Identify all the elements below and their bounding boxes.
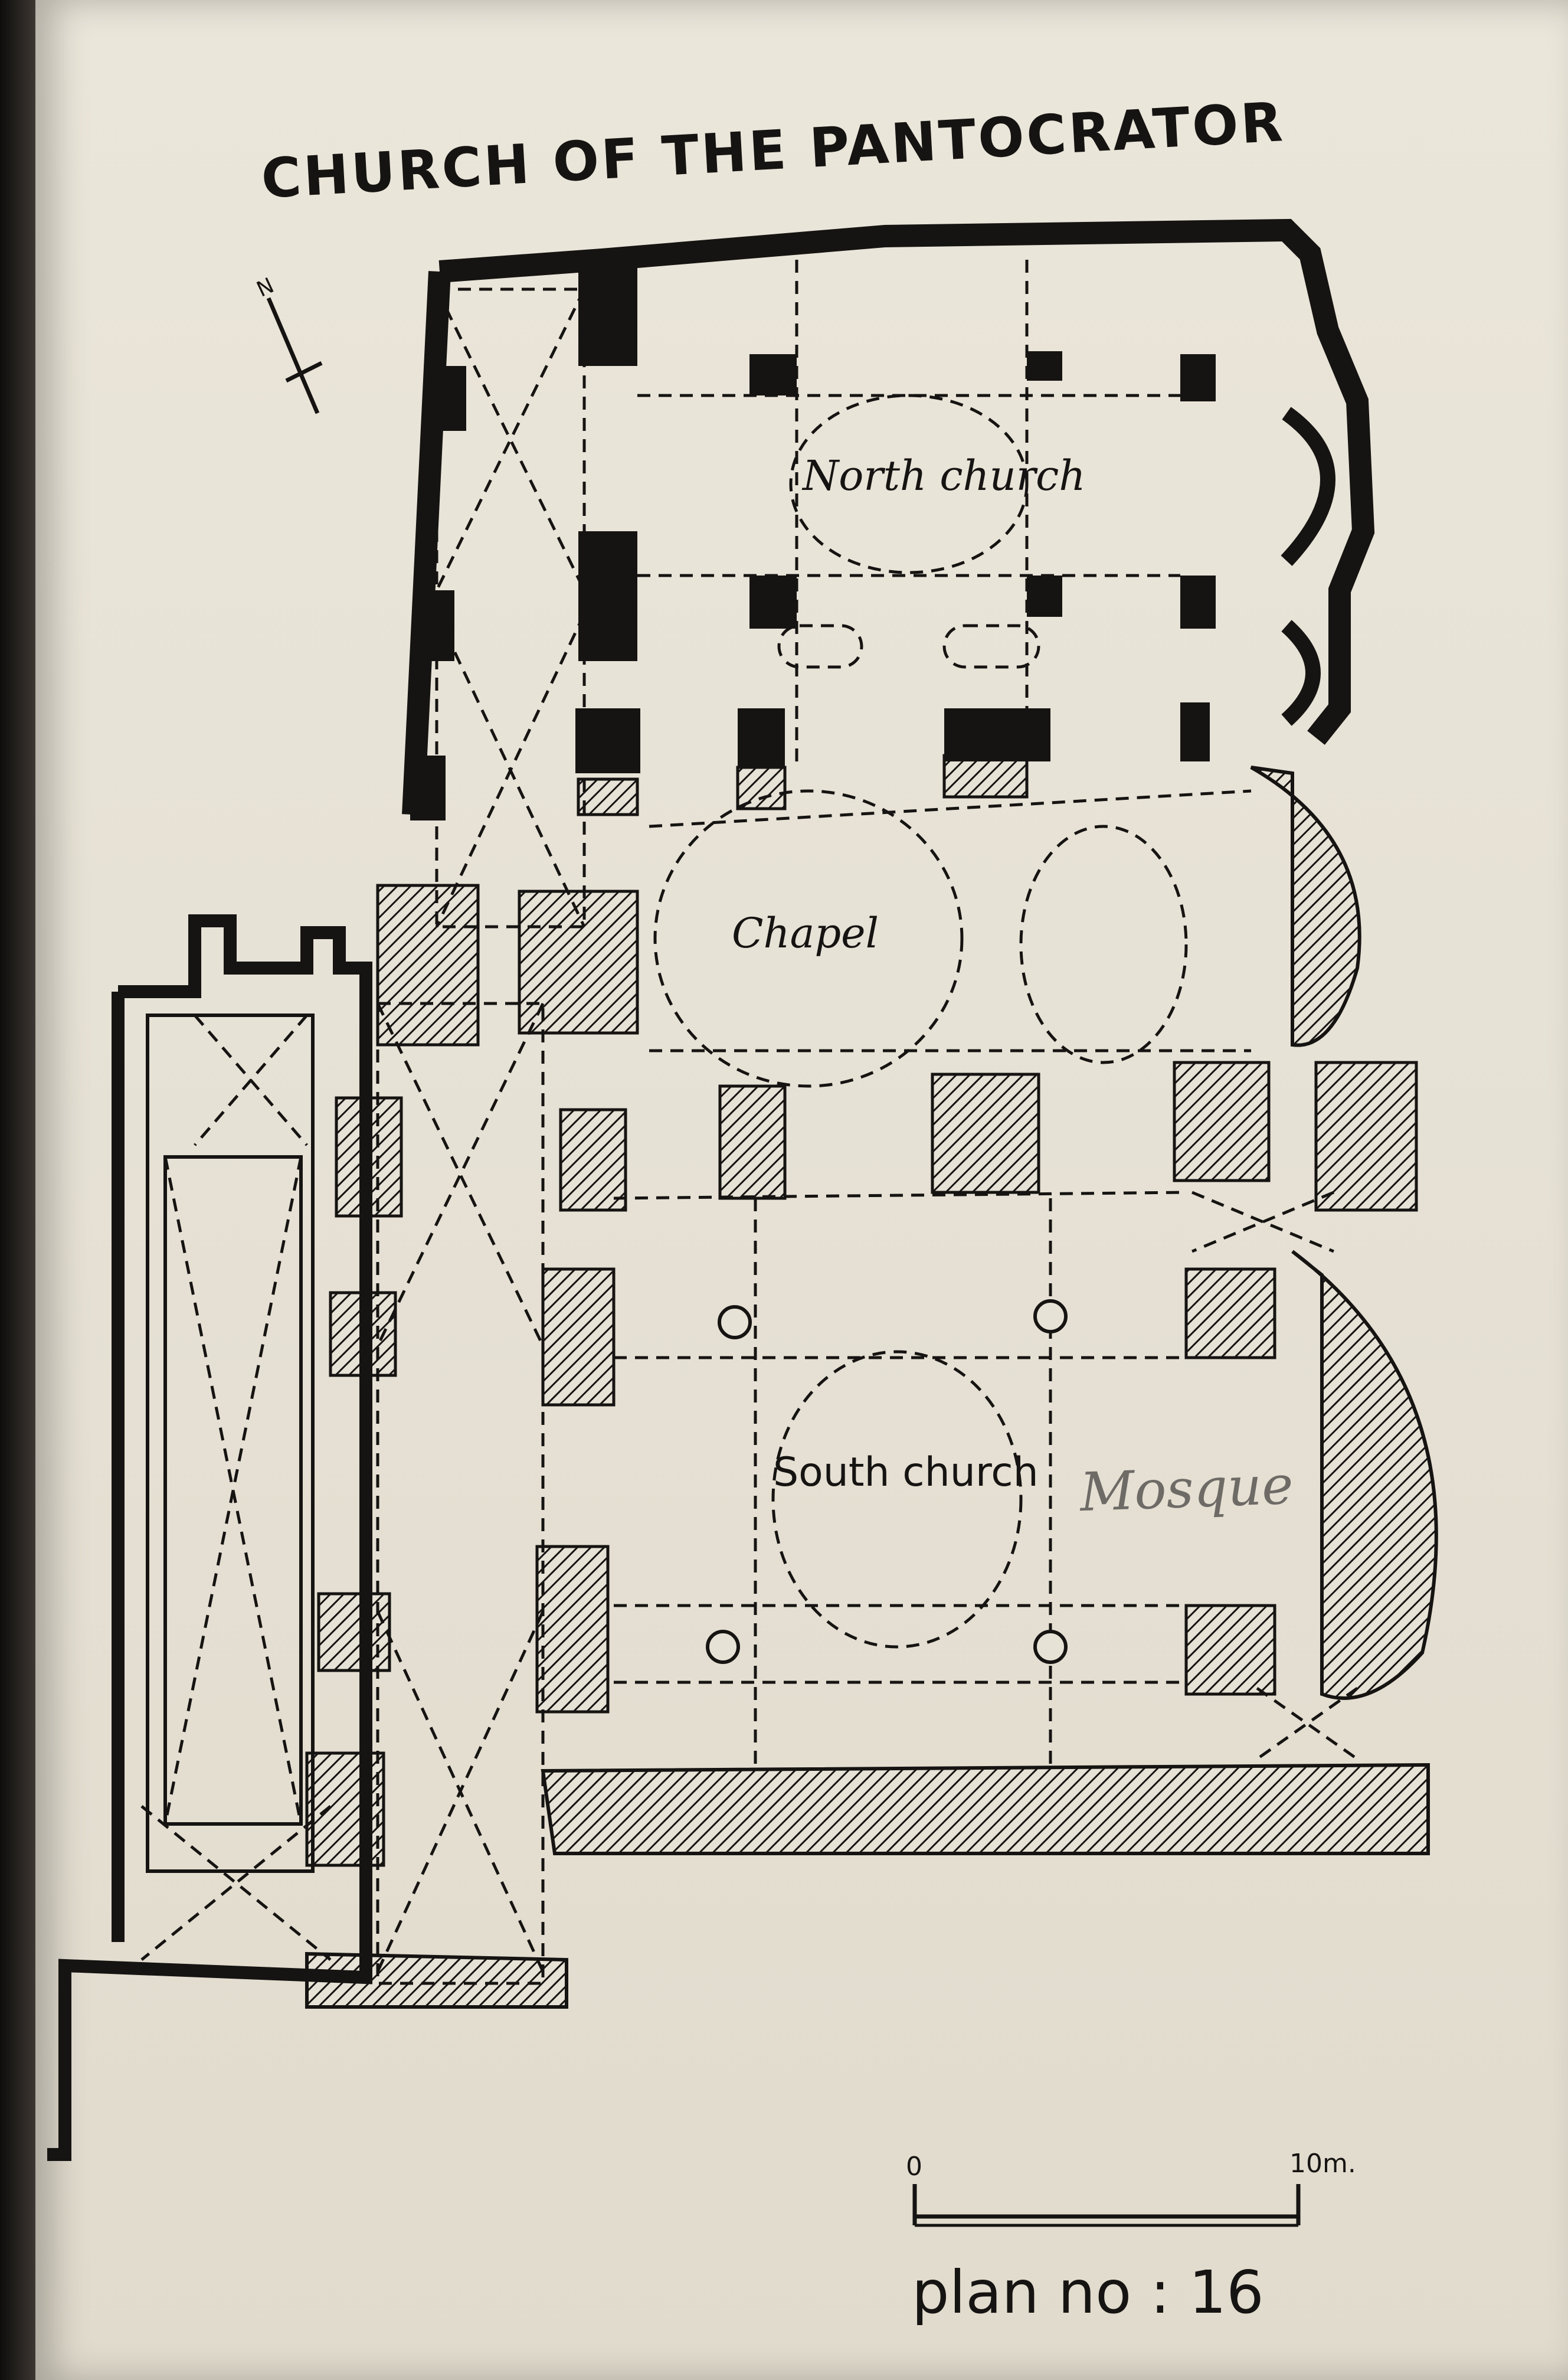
vault-lines xyxy=(613,260,1359,1771)
solid-piers xyxy=(410,260,1216,820)
room-label-south-church: South church xyxy=(773,1449,1039,1496)
room-label-north-church: North church xyxy=(803,452,1086,500)
scale-end-label: 10m. xyxy=(1289,2149,1356,2179)
north-arrow-label: N xyxy=(253,273,278,302)
outer-narthex xyxy=(47,914,372,2161)
column-icon xyxy=(706,1299,1068,1664)
north-arrow-icon xyxy=(266,297,323,414)
scale-start-label: 0 xyxy=(906,2152,922,2182)
plan-number: plan no : 16 xyxy=(912,2258,1264,2327)
scale-bar xyxy=(912,2184,1301,2227)
outer-walls xyxy=(402,218,1375,815)
pencil-annotation-mosque: Mosque xyxy=(1079,1454,1295,1524)
room-label-chapel: Chapel xyxy=(732,909,879,957)
paper-sheet xyxy=(35,0,1568,2380)
hatched-walls xyxy=(305,754,1438,2009)
inner-narthex xyxy=(376,287,586,1985)
